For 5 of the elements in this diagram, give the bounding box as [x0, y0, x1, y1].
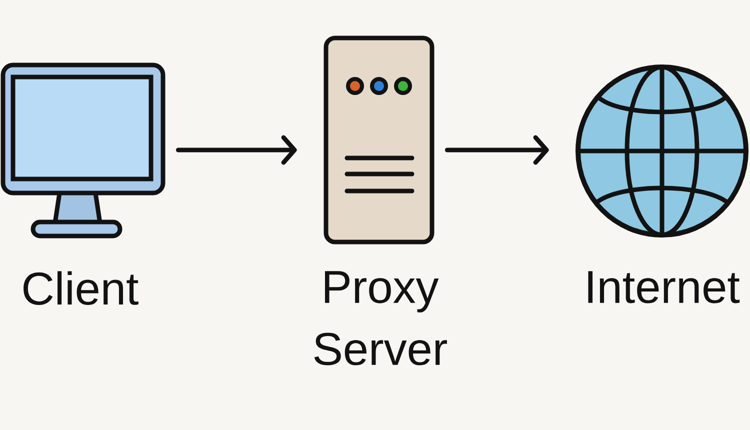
icon-label: Proxy Server [314, 271, 447, 366]
arrow [444, 135, 549, 165]
arrow [176, 135, 297, 165]
icon-label: Internet [588, 271, 740, 304]
icon-label: Client [24, 271, 138, 305]
